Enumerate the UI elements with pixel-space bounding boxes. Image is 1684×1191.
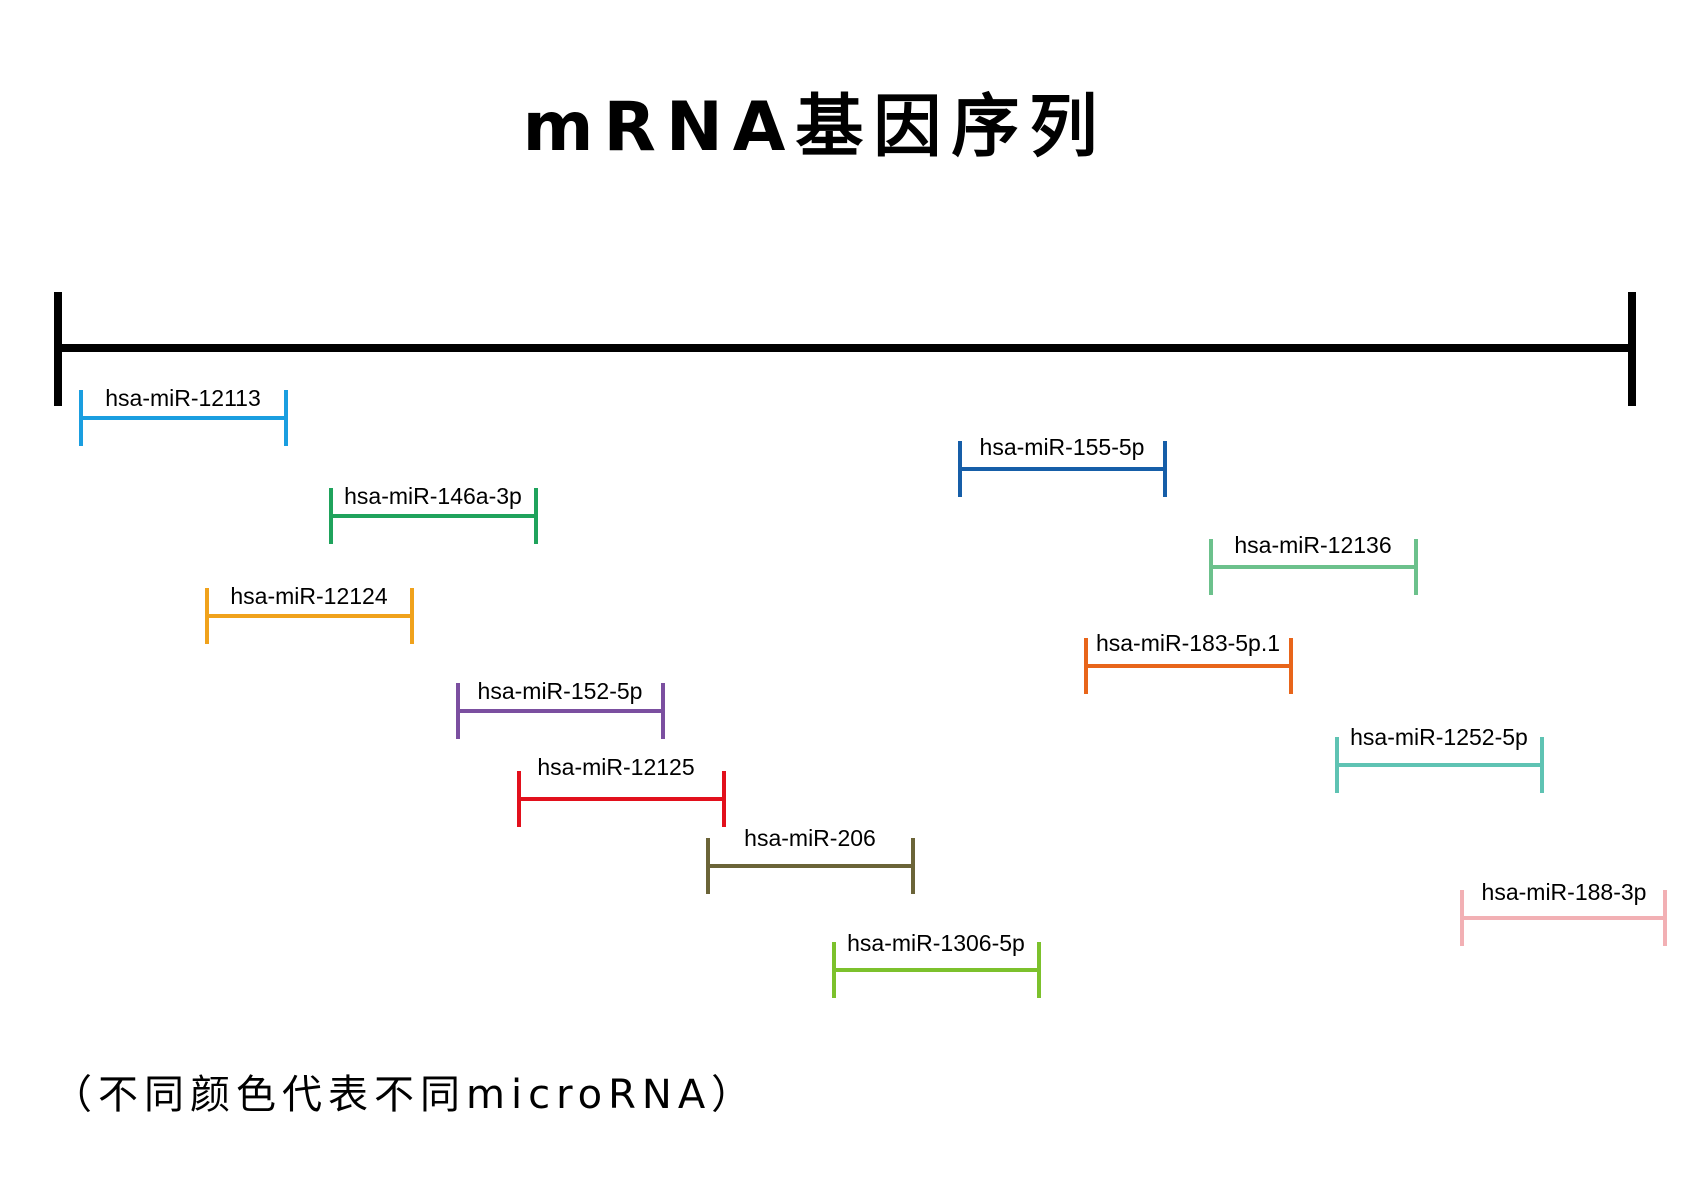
mrna-sequence-bar xyxy=(54,292,1636,406)
mirna-label: hsa-miR-12136 xyxy=(1234,532,1391,558)
mirna-label: hsa-miR-12124 xyxy=(230,583,387,609)
mirna-label: hsa-miR-146a-3p xyxy=(344,483,522,509)
mirna-segment: hsa-miR-12125 xyxy=(517,754,726,827)
mirna-segment: hsa-miR-183-5p.1 xyxy=(1084,630,1293,694)
mirna-segment: hsa-miR-12113 xyxy=(79,385,288,446)
mirna-label: hsa-miR-1306-5p xyxy=(847,930,1025,956)
mirna-label: hsa-miR-1252-5p xyxy=(1350,724,1528,750)
mirna-label: hsa-miR-152-5p xyxy=(478,678,643,704)
mirna-label: hsa-miR-155-5p xyxy=(980,434,1145,460)
color-legend-note: （不同颜色代表不同microRNA） xyxy=(52,1072,757,1118)
mirna-segment: hsa-miR-1252-5p xyxy=(1335,724,1544,793)
diagram-title: mRNA基因序列 xyxy=(523,88,1108,167)
mirna-label: hsa-miR-206 xyxy=(744,825,876,851)
mirna-segment: hsa-miR-12136 xyxy=(1209,532,1418,595)
mirna-segment: hsa-miR-146a-3p xyxy=(329,483,538,544)
mirna-segment: hsa-miR-1306-5p xyxy=(832,930,1041,998)
mirna-segment: hsa-miR-188-3p xyxy=(1460,879,1667,946)
mirna-label: hsa-miR-188-3p xyxy=(1482,879,1647,905)
mirna-segment: hsa-miR-206 xyxy=(706,825,915,894)
mirna-segment: hsa-miR-12124 xyxy=(205,583,414,644)
mirna-segments: hsa-miR-12113 hsa-miR-146a-3p hsa-miR-12… xyxy=(79,385,1667,998)
mirna-label: hsa-miR-12113 xyxy=(105,385,261,411)
mirna-label: hsa-miR-12125 xyxy=(537,754,694,780)
mirna-label: hsa-miR-183-5p.1 xyxy=(1096,630,1280,656)
mirna-segment: hsa-miR-155-5p xyxy=(958,434,1167,497)
mirna-segment: hsa-miR-152-5p xyxy=(456,678,665,739)
